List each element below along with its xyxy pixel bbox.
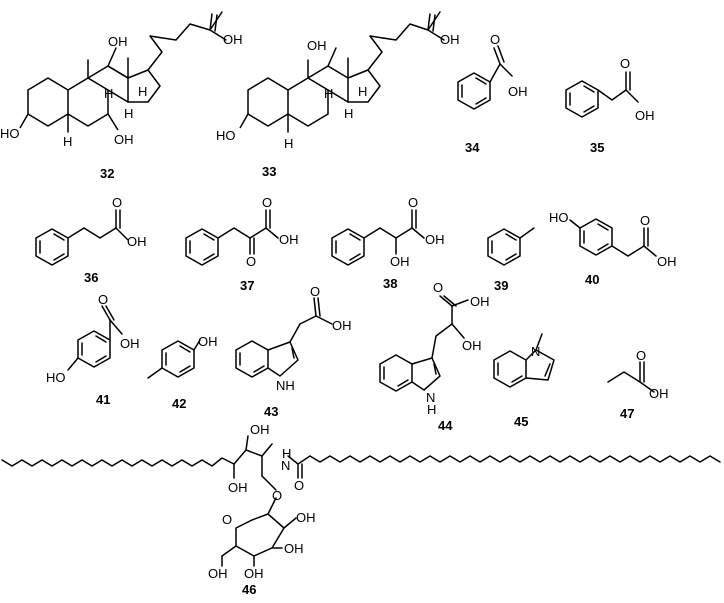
compound-46: OH H N OH O O O OH OH OH OH 46 [1, 422, 721, 597]
compound-number: 33 [262, 164, 276, 179]
atom-label: H [138, 84, 147, 99]
atom-label: N [281, 458, 290, 473]
atom-label: O [294, 478, 304, 493]
compound-number: 45 [514, 414, 528, 429]
compound-38: O OH OH 38 [331, 195, 445, 291]
compound-number: 39 [494, 278, 508, 293]
atom-label: OH [296, 510, 316, 525]
compound-43: O OH NH 43 [235, 284, 352, 419]
atom-label: OH [307, 38, 327, 53]
compound-number: 40 [585, 272, 599, 287]
atom-label: O [222, 512, 232, 527]
compound-number: 47 [620, 406, 634, 421]
atom-label: OH [440, 32, 460, 47]
atom-label: O [636, 348, 646, 363]
compound-number: 36 [84, 270, 98, 285]
atom-label: O [112, 195, 122, 210]
compound-36: O OH 36 [35, 195, 147, 285]
compound-32: OH OH HO OH H H H H 32 [0, 11, 243, 181]
atom-label: OH [462, 338, 482, 353]
atom-label: H [104, 86, 113, 101]
compound-35: O OH 35 [565, 56, 655, 155]
compound-number: 38 [383, 276, 397, 291]
atom-label: N [531, 344, 540, 359]
atom-label: OH [208, 566, 228, 581]
atom-label: OH [508, 84, 528, 99]
atom-label: O [310, 284, 320, 299]
atom-label: H [344, 106, 353, 121]
atom-label: HO [46, 370, 66, 385]
compound-34: O OH 34 [457, 32, 528, 155]
atom-label: OH [649, 386, 669, 401]
atom-label: HO [549, 210, 569, 225]
compound-number: 32 [100, 166, 114, 181]
atom-label: OH [127, 234, 147, 249]
atom-label: O [98, 292, 108, 307]
atom-label: O [433, 280, 443, 295]
atom-label: OH [425, 232, 445, 247]
compound-number: 44 [438, 418, 453, 433]
compound-45: N 45 [493, 333, 555, 429]
atom-label: H [358, 84, 367, 99]
atom-label: H [427, 402, 436, 417]
atom-label: O [408, 195, 418, 210]
compound-number: 35 [590, 140, 604, 155]
atom-label: O [272, 488, 282, 503]
atom-label: OH [250, 422, 270, 437]
atom-label: OH [279, 232, 299, 247]
atom-label: OH [332, 318, 352, 333]
atom-label: O [262, 195, 272, 210]
atom-label: H [324, 86, 333, 101]
atom-label: O [246, 254, 256, 269]
atom-label: OH [635, 108, 655, 123]
atom-label: OH [120, 336, 140, 351]
compound-number: 43 [264, 404, 278, 419]
atom-label: OH [114, 132, 134, 147]
atom-label: H [282, 446, 291, 461]
atom-label: O [490, 32, 500, 47]
atom-label: OH [228, 480, 248, 495]
compound-37: O O OH 37 [185, 195, 299, 293]
compound-number: 46 [242, 582, 256, 597]
atom-label: O [640, 213, 650, 228]
atom-label: OH [284, 541, 304, 556]
atom-label: OH [108, 34, 128, 49]
compound-number: 42 [172, 396, 186, 411]
atom-label: N [426, 390, 435, 405]
compound-number: 41 [96, 392, 110, 407]
compound-39: 39 [487, 227, 535, 293]
atom-label: HO [0, 126, 20, 141]
compound-41: O OH HO 41 [46, 292, 140, 407]
atom-label: H [124, 106, 133, 121]
atom-label: H [63, 134, 72, 149]
atom-label: OH [244, 566, 264, 581]
compound-44: O OH OH N H 44 [379, 280, 490, 433]
atom-label: OH [198, 334, 218, 349]
compound-47: O OH 47 [607, 348, 669, 421]
compound-number: 34 [465, 140, 480, 155]
atom-label: HO [216, 128, 236, 143]
compound-number: 37 [240, 278, 254, 293]
compound-42: OH 42 [147, 334, 218, 411]
atom-label: OH [223, 32, 243, 47]
compound-40: HO O OH 40 [549, 210, 677, 287]
atom-label: H [284, 136, 293, 151]
atom-label: OH [657, 254, 677, 269]
atom-label: OH [470, 294, 490, 309]
atom-label: O [620, 56, 630, 71]
compound-33: OH OH HO H H H H 33 [216, 11, 460, 179]
atom-label: NH [276, 378, 295, 393]
atom-label: OH [390, 254, 410, 269]
